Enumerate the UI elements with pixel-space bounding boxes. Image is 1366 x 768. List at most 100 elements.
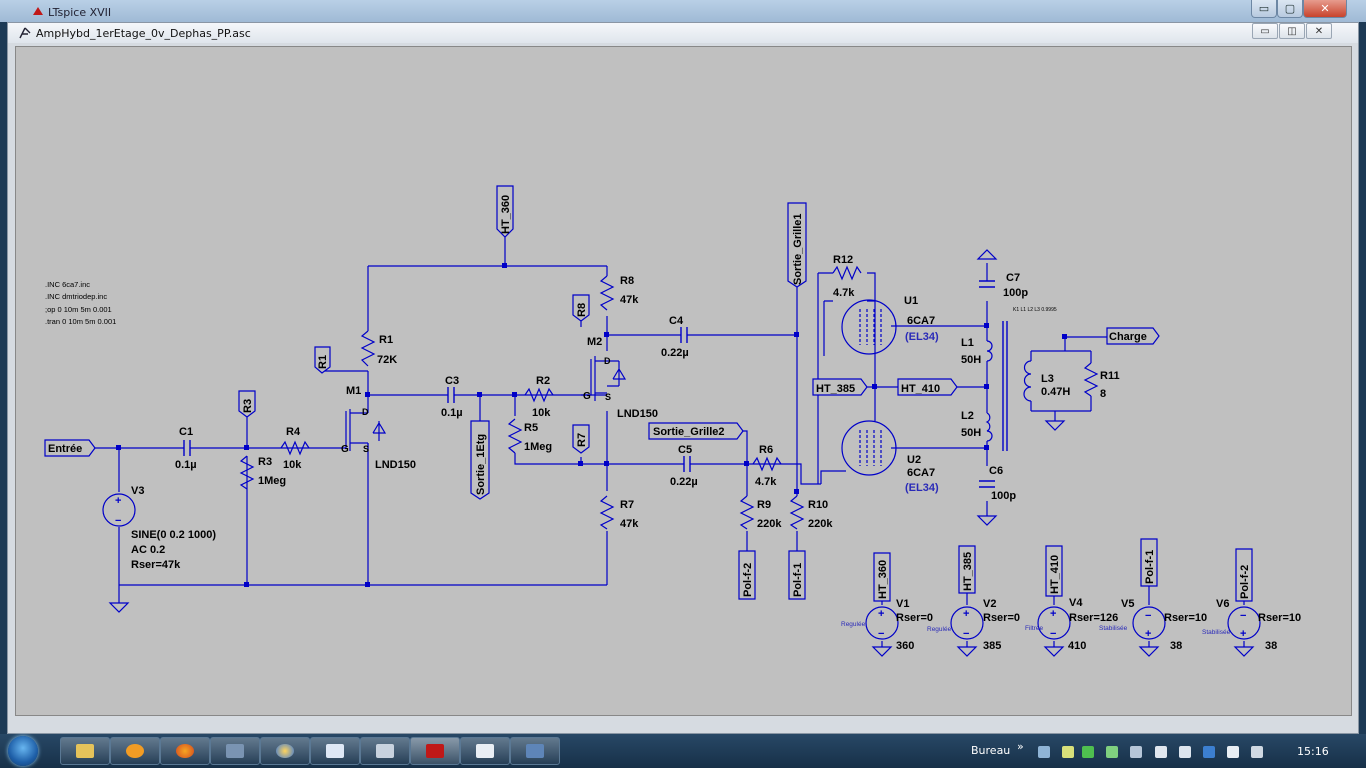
supply-flag: HT_410 xyxy=(1049,555,1061,594)
supply-flag: Pol-f-1 xyxy=(1144,550,1156,584)
r7-label: R7 xyxy=(620,499,634,511)
r7-flag: R7 xyxy=(576,433,588,447)
app-title: LTspice XVII xyxy=(48,6,112,19)
u2-label: U2 xyxy=(907,454,921,466)
supply-rser: Rser=10 xyxy=(1258,612,1301,624)
toolbar-chevron-icon[interactable]: » xyxy=(1017,740,1024,753)
directive-line: .INC dmtriodep.inc xyxy=(45,292,107,301)
r8-value: 47k xyxy=(620,294,639,306)
taskbar-explorer[interactable] xyxy=(60,737,110,765)
r1-label: R1 xyxy=(379,334,393,346)
supply-name: V2 xyxy=(983,598,996,610)
signal-icon[interactable] xyxy=(1251,746,1263,758)
l1-value: 50H xyxy=(961,354,981,366)
m2-source: S xyxy=(605,392,611,402)
svg-text:−: − xyxy=(115,515,121,527)
supply-flag: HT_385 xyxy=(962,552,974,591)
r10-label: R10 xyxy=(808,499,828,511)
doc-restore-button[interactable]: ◫ xyxy=(1279,23,1305,39)
firefox-icon xyxy=(176,744,194,758)
calculator-icon xyxy=(376,744,394,758)
ht410-flag: HT_410 xyxy=(901,383,940,395)
start-button[interactable] xyxy=(8,736,38,766)
svg-text:+: + xyxy=(115,495,121,507)
taskbar-network[interactable] xyxy=(210,737,260,765)
c7-value: 100p xyxy=(1003,287,1028,299)
mosfets xyxy=(336,356,627,451)
supply-notes: Regulée Regulée Filtrée Stabilisée Stabi… xyxy=(841,621,1231,636)
r1-flag: R1 xyxy=(317,355,329,369)
desktop-toolbar-label[interactable]: Bureau xyxy=(971,744,1011,757)
taskbar-media-player[interactable] xyxy=(110,737,160,765)
supply-rser: Rser=0 xyxy=(896,612,933,624)
document-title: AmpHybd_1erEtage_0v_Dephas_PP.asc xyxy=(36,27,251,40)
maximize-button[interactable]: ▢ xyxy=(1277,0,1303,18)
tray-arrow-icon[interactable] xyxy=(1038,746,1050,758)
ltspice-logo-icon xyxy=(33,7,43,15)
r4-label: R4 xyxy=(286,426,301,438)
taskbar-globe[interactable] xyxy=(260,737,310,765)
taskbar-notepad[interactable] xyxy=(460,737,510,765)
c7-label: C7 xyxy=(1006,272,1020,284)
tray-app2-icon[interactable] xyxy=(1106,746,1118,758)
directive-line: .INC 6ca7.inc xyxy=(45,280,90,289)
c5-label: C5 xyxy=(678,444,692,456)
r7-value: 47k xyxy=(620,518,639,530)
close-button[interactable]: ✕ xyxy=(1303,0,1347,18)
r4-value: 10k xyxy=(283,459,302,471)
l1-label: L1 xyxy=(961,337,974,349)
r2-value: 10k xyxy=(532,407,551,419)
supply-note: Regulée xyxy=(841,621,866,628)
svg-text:−: − xyxy=(1145,610,1151,622)
taskbar-window[interactable] xyxy=(510,737,560,765)
svg-text:+: + xyxy=(1145,628,1151,640)
pol-f-2-flag: Pol-f-2 xyxy=(742,563,754,597)
clock[interactable]: 15:16 xyxy=(1297,745,1329,758)
document-title-bar: AmpHybd_1erEtage_0v_Dephas_PP.asc ▭ ◫ ✕ xyxy=(8,23,1358,43)
source-polarity: +− +− +− +− −+ −+ xyxy=(115,495,1246,640)
tray-network-icon[interactable] xyxy=(1203,746,1215,758)
resistors xyxy=(239,265,1099,530)
taskbar-document[interactable] xyxy=(310,737,360,765)
supply-note: Stabilisée xyxy=(1099,625,1128,632)
taskbar-firefox[interactable] xyxy=(160,737,210,765)
supply-name: V4 xyxy=(1069,597,1083,609)
volume-icon[interactable] xyxy=(1179,746,1191,758)
schematic-canvas[interactable]: +− +− +− +− −+ −+ xyxy=(15,46,1352,716)
m1-model: LND150 xyxy=(375,459,416,471)
net-flags xyxy=(44,185,1253,602)
v3-rser: Rser=47k xyxy=(131,559,181,571)
c4-value: 0.22µ xyxy=(661,347,689,359)
tray-app-icon[interactable] xyxy=(1062,746,1074,758)
l2-label: L2 xyxy=(961,410,974,422)
inductors xyxy=(985,340,1032,442)
supply-rser: Rser=0 xyxy=(983,612,1020,624)
r8-flag: R8 xyxy=(576,303,588,317)
r1-value: 72K xyxy=(377,354,397,366)
svg-text:+: + xyxy=(1050,608,1056,620)
doc-close-button[interactable]: ✕ xyxy=(1306,23,1332,39)
capacitors xyxy=(183,280,995,488)
taskbar-calculator[interactable] xyxy=(360,737,410,765)
schematic-doc-icon xyxy=(19,27,31,39)
sortie-1etg-flag: Sortie_1Etg xyxy=(475,434,487,495)
tray-app3-icon[interactable] xyxy=(1130,746,1142,758)
pol-f-1-flag: Pol-f-1 xyxy=(792,563,804,597)
u2-model: (EL34) xyxy=(905,482,939,494)
r6-value: 4.7k xyxy=(755,476,777,488)
schematic-drawing: +− +− +− +− −+ −+ xyxy=(44,185,1301,657)
ht360-flag: HT_360 xyxy=(500,195,512,234)
tray-check-icon[interactable] xyxy=(1082,746,1094,758)
taskbar-ltspice[interactable] xyxy=(410,737,460,765)
svg-text:+: + xyxy=(1240,628,1246,640)
window-icon xyxy=(526,744,544,758)
c5-value: 0.22µ xyxy=(670,476,698,488)
r6-label: R6 xyxy=(759,444,773,456)
u1-label: U1 xyxy=(904,295,918,307)
doc-minimize-button[interactable]: ▭ xyxy=(1252,23,1278,39)
flag-icon[interactable] xyxy=(1227,746,1239,758)
spice-directives: .INC 6ca7.inc .INC dmtriodep.inc ;op 0 1… xyxy=(45,280,116,326)
minimize-button[interactable]: ▭ xyxy=(1251,0,1277,18)
u2-value: 6CA7 xyxy=(907,467,935,479)
tray-usb-icon[interactable] xyxy=(1155,746,1167,758)
